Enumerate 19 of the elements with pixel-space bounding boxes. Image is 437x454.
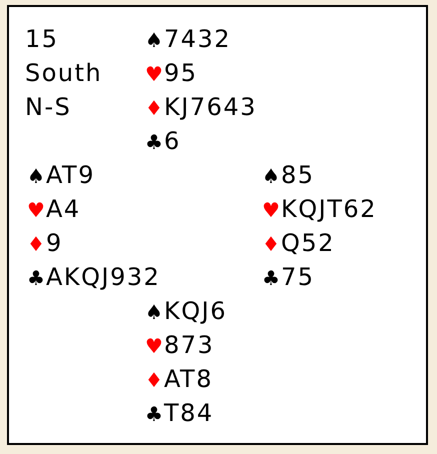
dealer-label: South	[25, 58, 102, 89]
north-club-holding: ♣6	[145, 126, 181, 157]
board-number: 15	[25, 24, 59, 55]
east-club-holding: ♣75	[262, 262, 315, 293]
west-club-holding: ♣AKQJ932	[27, 262, 160, 293]
south-diamond-holding: ♦AT8	[145, 364, 213, 395]
north-spade-holding: ♠7432	[145, 24, 232, 55]
south-heart-holding: ♥873	[145, 330, 214, 361]
south-club-holding: ♣T84	[145, 398, 214, 429]
west-heart-holding: ♥A4	[27, 194, 81, 225]
north-diamond-holding: ♦KJ7643	[145, 92, 257, 123]
north-heart-holding: ♥95	[145, 58, 198, 89]
west-spade-holding: ♠AT9	[27, 160, 95, 191]
vulnerability-label: N-S	[25, 92, 72, 123]
east-heart-holding: ♥KQJT62	[262, 194, 377, 225]
west-diamond-holding: ♦9	[27, 228, 63, 259]
east-diamond-holding: ♦Q52	[262, 228, 335, 259]
east-spade-holding: ♠85	[262, 160, 315, 191]
south-spade-holding: ♠KQJ6	[145, 296, 227, 327]
